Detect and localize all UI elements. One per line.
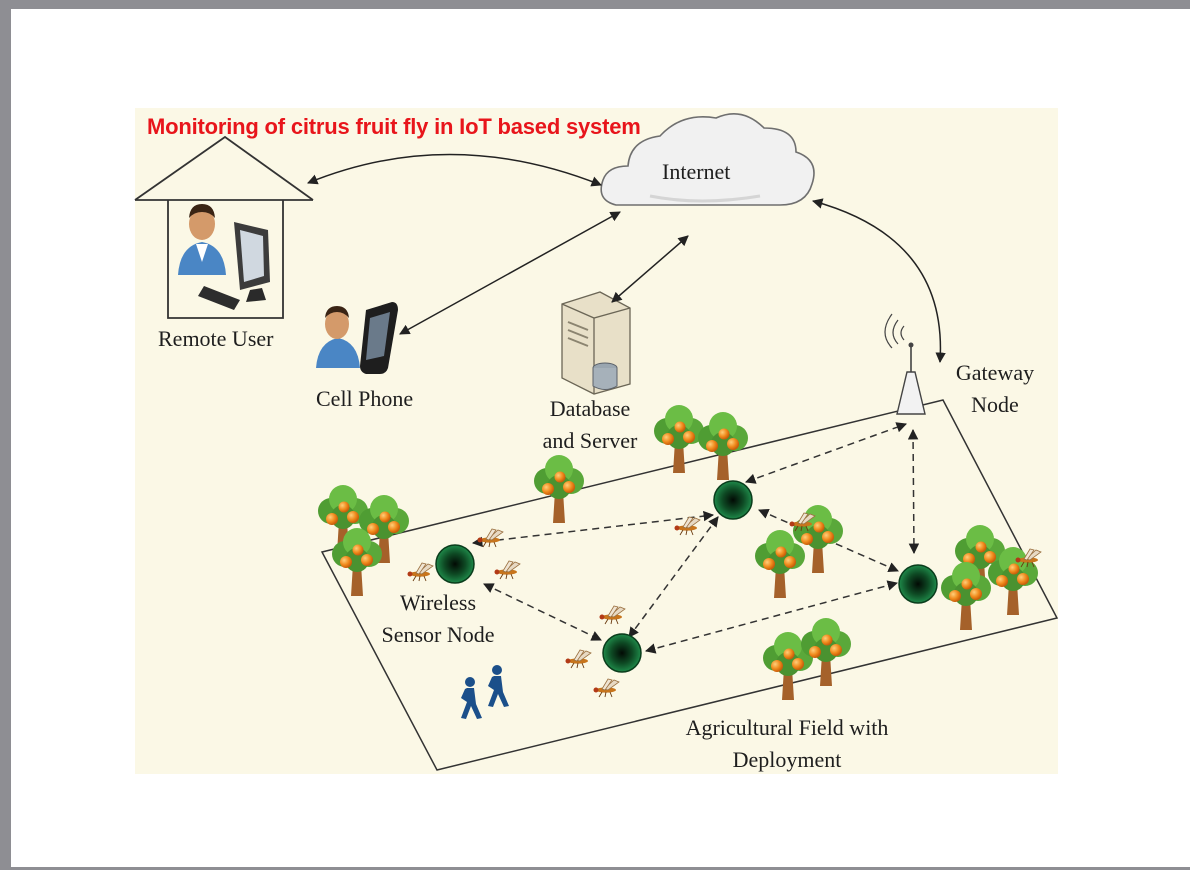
dashed-connection-arrows <box>471 422 920 654</box>
antenna-tower-icon <box>884 313 926 415</box>
fruit-fly-icon <box>599 605 626 625</box>
frame-bottom-border <box>0 867 1190 870</box>
database-label-line1: Database <box>549 396 631 421</box>
server-icon <box>561 291 631 395</box>
sensor-node-icon <box>713 480 753 520</box>
sensor-node-icon <box>898 564 938 604</box>
sensor-node-icon <box>435 544 475 584</box>
citrus-tree-icon <box>799 616 853 688</box>
gateway-node-label: Gateway Node <box>940 357 1050 421</box>
walking-people-icon <box>461 665 509 719</box>
frame-left-border <box>0 0 11 870</box>
agricultural-field-label: Agricultural Field with Deployment <box>662 712 912 776</box>
desktop-user-icon <box>178 204 270 310</box>
fruit-fly-icon <box>494 560 521 580</box>
fruit-fly-icon <box>565 649 592 669</box>
frame-top-border <box>0 0 1190 9</box>
gateway-label-line1: Gateway <box>955 360 1035 385</box>
cloud-icon <box>600 112 815 206</box>
diagram-title: Monitoring of citrus fruit fly in IoT ba… <box>147 114 641 139</box>
citrus-tree-icon <box>652 403 706 475</box>
fruit-fly-icon <box>593 678 620 698</box>
sensor-label-line2: Sensor Node <box>381 622 495 647</box>
remote-user-label: Remote User <box>158 326 274 351</box>
gateway-label-line2: Node <box>971 392 1019 417</box>
sensor-node-icon <box>602 633 642 673</box>
mobile-user-icon <box>316 302 398 374</box>
database-label-line2: and Server <box>542 428 638 453</box>
house-icon <box>134 135 314 319</box>
citrus-tree-icon <box>532 453 586 525</box>
sensor-label-line1: Wireless <box>399 590 477 615</box>
solid-connection-arrows <box>307 153 946 364</box>
wireless-sensor-node-label: Wireless Sensor Node <box>370 587 506 651</box>
database-server-label: Database and Server <box>530 393 650 457</box>
field-label-line1: Agricultural Field with <box>685 715 889 740</box>
field-label-line2: Deployment <box>732 747 842 772</box>
fruit-fly-icon <box>407 562 434 582</box>
internet-label: Internet <box>662 159 731 184</box>
cell-phone-label: Cell Phone <box>316 386 414 411</box>
citrus-tree-icon <box>696 410 750 482</box>
fruit-fly-icon <box>477 528 504 548</box>
